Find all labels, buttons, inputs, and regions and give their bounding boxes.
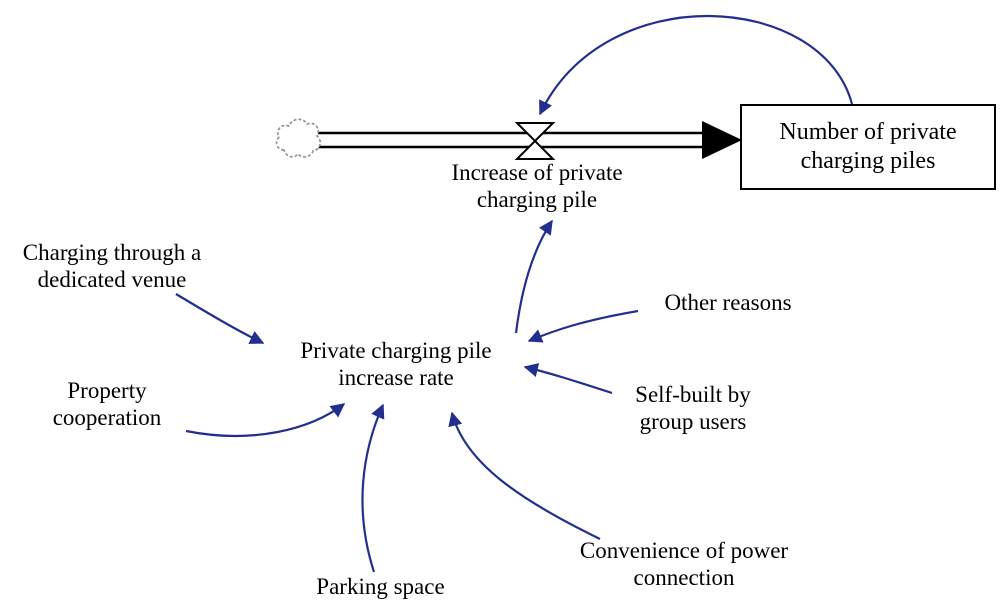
variable-other-reasons[interactable]: Other reasons: [664, 290, 792, 315]
flow-arrowhead-icon: [702, 121, 742, 159]
link-parking-space-to-rate[interactable]: [361, 403, 385, 573]
variable-parking-space[interactable]: Parking space: [316, 574, 445, 599]
flow-label-increase-of-private-charging-pile[interactable]: Increase of private charging pile: [451, 160, 623, 212]
stock-number-of-private-charging-piles[interactable]: Number of private charging piles: [740, 104, 996, 190]
stock-label: Number of private charging piles: [779, 119, 957, 174]
link-stock-to-flow[interactable]: [539, 15, 854, 116]
variable-property-cooperation[interactable]: Property cooperation: [52, 378, 162, 430]
cloud-source-icon: [275, 118, 322, 158]
link-power-connection-to-rate[interactable]: [448, 411, 601, 540]
variable-convenience-of-power-connection[interactable]: Convenience of power connection: [579, 538, 789, 590]
variable-self-built-by-group-users[interactable]: Self-built by group users: [635, 382, 751, 434]
link-dedicated-venue-to-rate[interactable]: [175, 293, 265, 344]
link-other-reasons-to-rate[interactable]: [527, 309, 639, 343]
variable-charging-through-dedicated-venue[interactable]: Charging through a dedicated venue: [22, 240, 202, 292]
link-property-cooperation-to-rate[interactable]: [185, 403, 346, 437]
flow-valve-icon[interactable]: [514, 122, 556, 143]
link-self-built-to-rate[interactable]: [523, 363, 613, 395]
variable-private-charging-pile-increase-rate[interactable]: Private charging pile increase rate: [300, 338, 492, 390]
link-rate-to-flow[interactable]: [514, 219, 553, 334]
flow-valve-icon-bottom[interactable]: [514, 139, 556, 160]
